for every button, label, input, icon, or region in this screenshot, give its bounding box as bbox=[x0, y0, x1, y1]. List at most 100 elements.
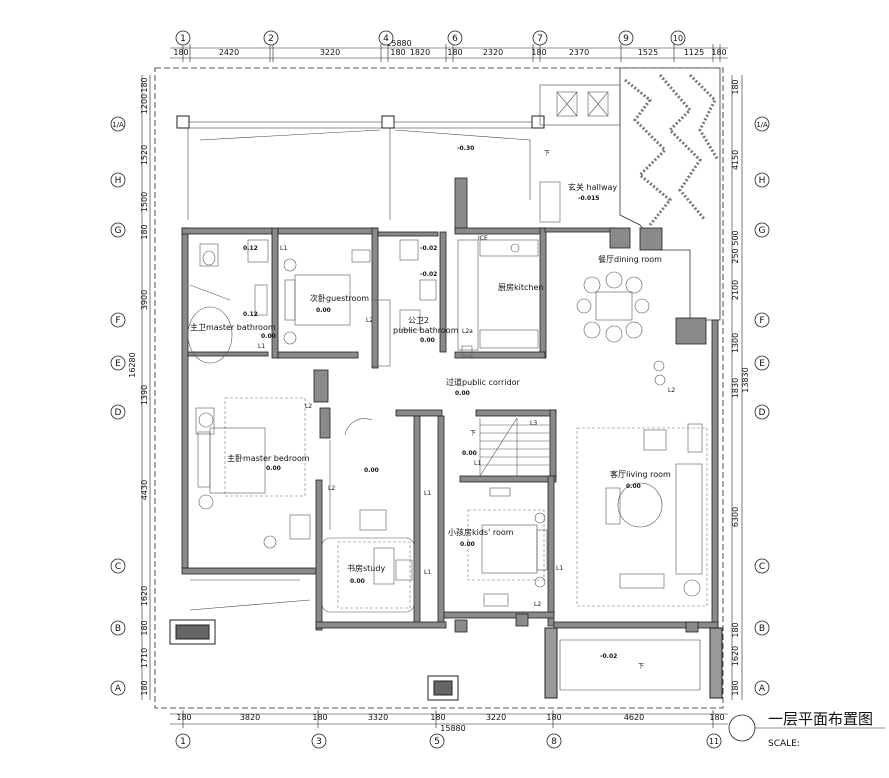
stairs bbox=[479, 417, 550, 477]
top-total-dimension: 15880 bbox=[386, 39, 411, 48]
bottom-grid-bubbles: 1 3 5 8 11 bbox=[175, 733, 722, 749]
dining-label: 餐厅dining room bbox=[598, 255, 662, 264]
study-tag-l1: L1 bbox=[424, 569, 431, 576]
grid-bubble-right-c bbox=[754, 558, 770, 574]
left-dim-3: 1520 bbox=[140, 145, 149, 165]
left-total-dimension: 16280 bbox=[128, 352, 137, 377]
site-boundary bbox=[154, 67, 724, 709]
garden-down-tag: 下 bbox=[638, 663, 644, 670]
left-dimension-lines bbox=[141, 75, 151, 700]
right-dim-11: 180 bbox=[731, 680, 740, 695]
left-dim-1: 180 bbox=[140, 77, 149, 92]
living-room-level: 0.00 bbox=[626, 483, 641, 490]
master-bedroom-furniture bbox=[195, 397, 311, 549]
grid-right-g-label: G bbox=[759, 226, 766, 236]
bottom-segment-dimensions: 180 3820 180 3320 180 3220 180 4620 180 bbox=[176, 713, 724, 722]
grid-right-a-label: A bbox=[759, 684, 766, 694]
kids-room-level: 0.00 bbox=[460, 541, 475, 548]
grid-bubble-left-g bbox=[110, 222, 126, 238]
left-dim-8: 4430 bbox=[140, 480, 149, 500]
stair-tag-l1: L1 bbox=[474, 460, 481, 467]
kids-room-tag-l1: L1 bbox=[556, 565, 563, 572]
grid-left-h-label: H bbox=[115, 176, 122, 186]
right-dim-7: 1830 bbox=[731, 378, 740, 398]
bottom-dim-7: 180 bbox=[546, 713, 561, 722]
top-dim-5: 1820 bbox=[410, 48, 430, 57]
bottom-dim-4: 3320 bbox=[368, 713, 388, 722]
bottom-garden bbox=[169, 579, 723, 701]
study-level: 0.00 bbox=[350, 578, 365, 585]
grid-left-f-label: F bbox=[115, 316, 120, 326]
grid-bubble-left-h bbox=[110, 172, 126, 188]
public-bath-label: 公卫2 bbox=[408, 316, 429, 325]
right-dim-10: 1620 bbox=[731, 646, 740, 666]
grid-left-1a-label: 1/A bbox=[112, 121, 124, 129]
top-dim-7: 2320 bbox=[483, 48, 503, 57]
public-bath-level-b: -0.02 bbox=[420, 271, 437, 278]
right-dim-2: 4150 bbox=[731, 150, 740, 170]
grid-right-e-label: E bbox=[759, 359, 765, 369]
garden-level: -0.02 bbox=[600, 653, 617, 660]
top-grid-bubbles: 1 2 4 6 7 9 10 bbox=[175, 30, 686, 46]
grid-right-h-label: H bbox=[759, 176, 766, 186]
master-bath-tag-l1: L1 bbox=[258, 343, 265, 350]
landscape-hatch bbox=[619, 67, 721, 321]
left-segment-dimensions: 180 1200 1520 1500 180 3900 1390 4430 16… bbox=[140, 77, 149, 695]
grid-bubble-left-b bbox=[110, 620, 126, 636]
bottom-dim-6: 3220 bbox=[486, 713, 506, 722]
living-room-furniture bbox=[576, 423, 708, 607]
grid-left-c-label: C bbox=[115, 562, 121, 572]
grid-bubble-bottom-5 bbox=[429, 733, 445, 749]
grid-bottom-5-label: 5 bbox=[434, 737, 440, 747]
grid-left-d-label: D bbox=[115, 408, 122, 418]
grid-left-b-label: B bbox=[115, 624, 121, 634]
grid-bubble-left-c bbox=[110, 558, 126, 574]
living-room-label: 客厅living room bbox=[610, 469, 671, 479]
stair-down-tag: 下 bbox=[470, 430, 476, 437]
bottom-dim-3: 180 bbox=[312, 713, 327, 722]
master-bedroom-label: 主卧master bedroom bbox=[227, 453, 310, 463]
grid-bubble-left-e bbox=[110, 355, 126, 371]
top-dim-9: 2370 bbox=[569, 48, 589, 57]
guest-room-tag-l2: L2 bbox=[366, 317, 373, 324]
study-label: 书房study bbox=[347, 563, 385, 573]
left-dim-10: 180 bbox=[140, 620, 149, 635]
bottom-dimension-lines bbox=[170, 710, 728, 728]
grid-top-1-label: 1 bbox=[180, 34, 186, 44]
grid-bubble-left-1a bbox=[110, 116, 126, 132]
left-dim-7: 1390 bbox=[140, 385, 149, 405]
dining-table-set bbox=[576, 271, 666, 386]
grid-bubble-bottom-8 bbox=[546, 733, 562, 749]
public-bath-fixtures bbox=[399, 239, 437, 331]
grid-bubble-top-7 bbox=[532, 30, 548, 46]
grid-bottom-8-label: 8 bbox=[551, 737, 557, 747]
master-bath-fixtures bbox=[187, 239, 269, 364]
cloakroom-level: 0.00 bbox=[364, 467, 379, 474]
hallway-label: 玄关 hallway bbox=[568, 182, 617, 192]
grid-bubble-right-1a bbox=[754, 116, 770, 132]
right-grid-bubbles: 1/A H G F E D C B A bbox=[754, 116, 770, 696]
grid-right-b-label: B bbox=[759, 624, 765, 634]
grid-bubble-right-a bbox=[754, 680, 770, 696]
master-bedroom-tag-l2: L2 bbox=[305, 403, 312, 410]
left-dim-9: 1620 bbox=[140, 586, 149, 606]
building-walls bbox=[181, 177, 719, 633]
cloakroom-furniture bbox=[329, 418, 387, 531]
terrace-level: -0.30 bbox=[457, 145, 474, 152]
right-dim-4: 250 bbox=[731, 248, 740, 263]
grid-bubble-left-d bbox=[110, 404, 126, 420]
top-dim-8: 180 bbox=[531, 48, 546, 57]
dining-tag-l2: L2 bbox=[668, 387, 675, 394]
master-bath-level-a: 0.12 bbox=[243, 245, 258, 252]
corridor-level: 0.00 bbox=[455, 390, 470, 397]
study-furniture bbox=[321, 537, 415, 613]
terrace-pergola bbox=[176, 84, 621, 220]
grid-bubble-right-e bbox=[754, 355, 770, 371]
grid-bubble-right-h bbox=[754, 172, 770, 188]
grid-bubble-top-2 bbox=[263, 30, 279, 46]
grid-bubble-left-a bbox=[110, 680, 126, 696]
right-segment-dimensions: 180 4150 500 250 2100 1300 1830 6300 180… bbox=[731, 79, 740, 695]
guest-room-tag-l1: L1 bbox=[280, 245, 287, 252]
grid-bottom-3-label: 3 bbox=[316, 737, 322, 747]
